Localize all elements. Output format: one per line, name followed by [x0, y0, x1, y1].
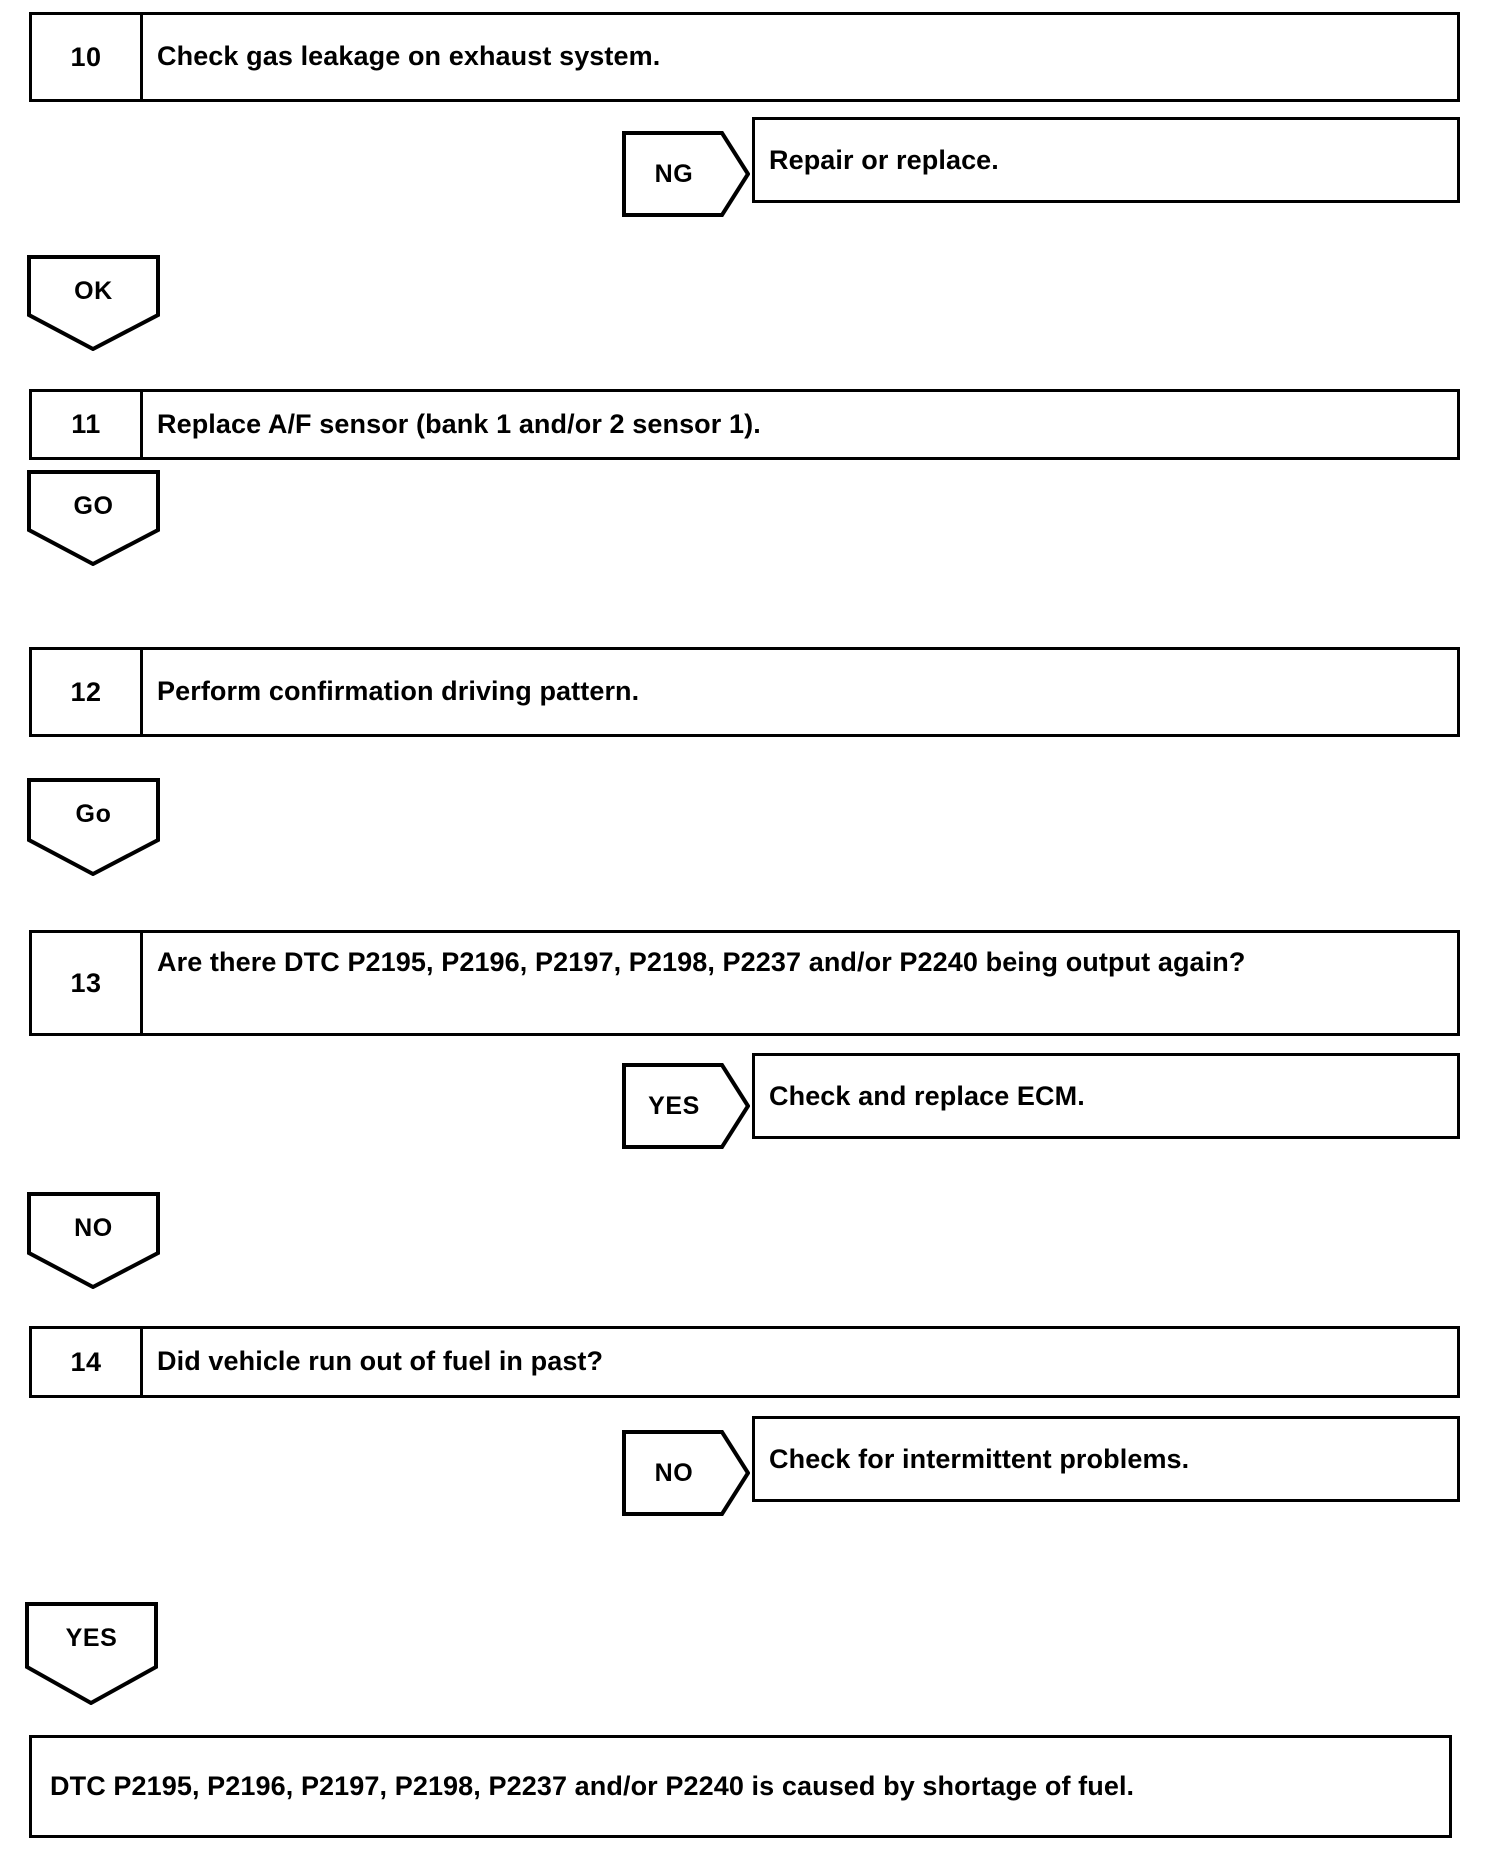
step-number: 13	[32, 933, 143, 1033]
branch-arrow-ng-10: NG	[622, 131, 750, 217]
conclusion-text: DTC P2195, P2196, P2197, P2198, P2237 an…	[50, 1771, 1135, 1801]
result-text: Check for intermittent problems.	[769, 1443, 1190, 1474]
step-text: Did vehicle run out of fuel in past?	[157, 1346, 604, 1377]
flow-arrow-no-13: NO	[27, 1192, 160, 1289]
result-box-check-intermittent-problems: Check for intermittent problems.	[752, 1416, 1460, 1502]
result-text: Repair or replace.	[769, 144, 999, 175]
step-number: 11	[32, 392, 143, 457]
conclusion-box: DTC P2195, P2196, P2197, P2198, P2237 an…	[29, 1735, 1452, 1838]
step-box-14: 14 Did vehicle run out of fuel in past?	[29, 1326, 1460, 1398]
step-number: 14	[32, 1329, 143, 1395]
result-text: Check and replace ECM.	[769, 1080, 1085, 1111]
step-box-13: 13 Are there DTC P2195, P2196, P2197, P2…	[29, 930, 1460, 1036]
step-text: Are there DTC P2195, P2196, P2197, P2198…	[157, 947, 1246, 977]
result-box-repair-or-replace: Repair or replace.	[752, 117, 1460, 203]
step-box-10: 10 Check gas leakage on exhaust system.	[29, 12, 1460, 102]
step-text: Check gas leakage on exhaust system.	[157, 41, 661, 72]
flow-arrow-yes-14: YES	[25, 1602, 158, 1705]
step-number: 10	[32, 15, 143, 99]
flow-arrow-go-11: GO	[27, 470, 160, 566]
step-box-12: 12 Perform confirmation driving pattern.	[29, 647, 1460, 737]
branch-arrow-yes-13: YES	[622, 1063, 750, 1149]
step-box-11: 11 Replace A/F sensor (bank 1 and/or 2 s…	[29, 389, 1460, 460]
step-text: Perform confirmation driving pattern.	[157, 676, 640, 707]
step-number: 12	[32, 650, 143, 734]
step-text: Replace A/F sensor (bank 1 and/or 2 sens…	[157, 408, 761, 439]
flow-arrow-ok: OK	[27, 255, 160, 351]
flow-arrow-go-12: Go	[27, 778, 160, 876]
result-box-check-and-replace-ecm: Check and replace ECM.	[752, 1053, 1460, 1139]
branch-arrow-no-14: NO	[622, 1430, 750, 1516]
